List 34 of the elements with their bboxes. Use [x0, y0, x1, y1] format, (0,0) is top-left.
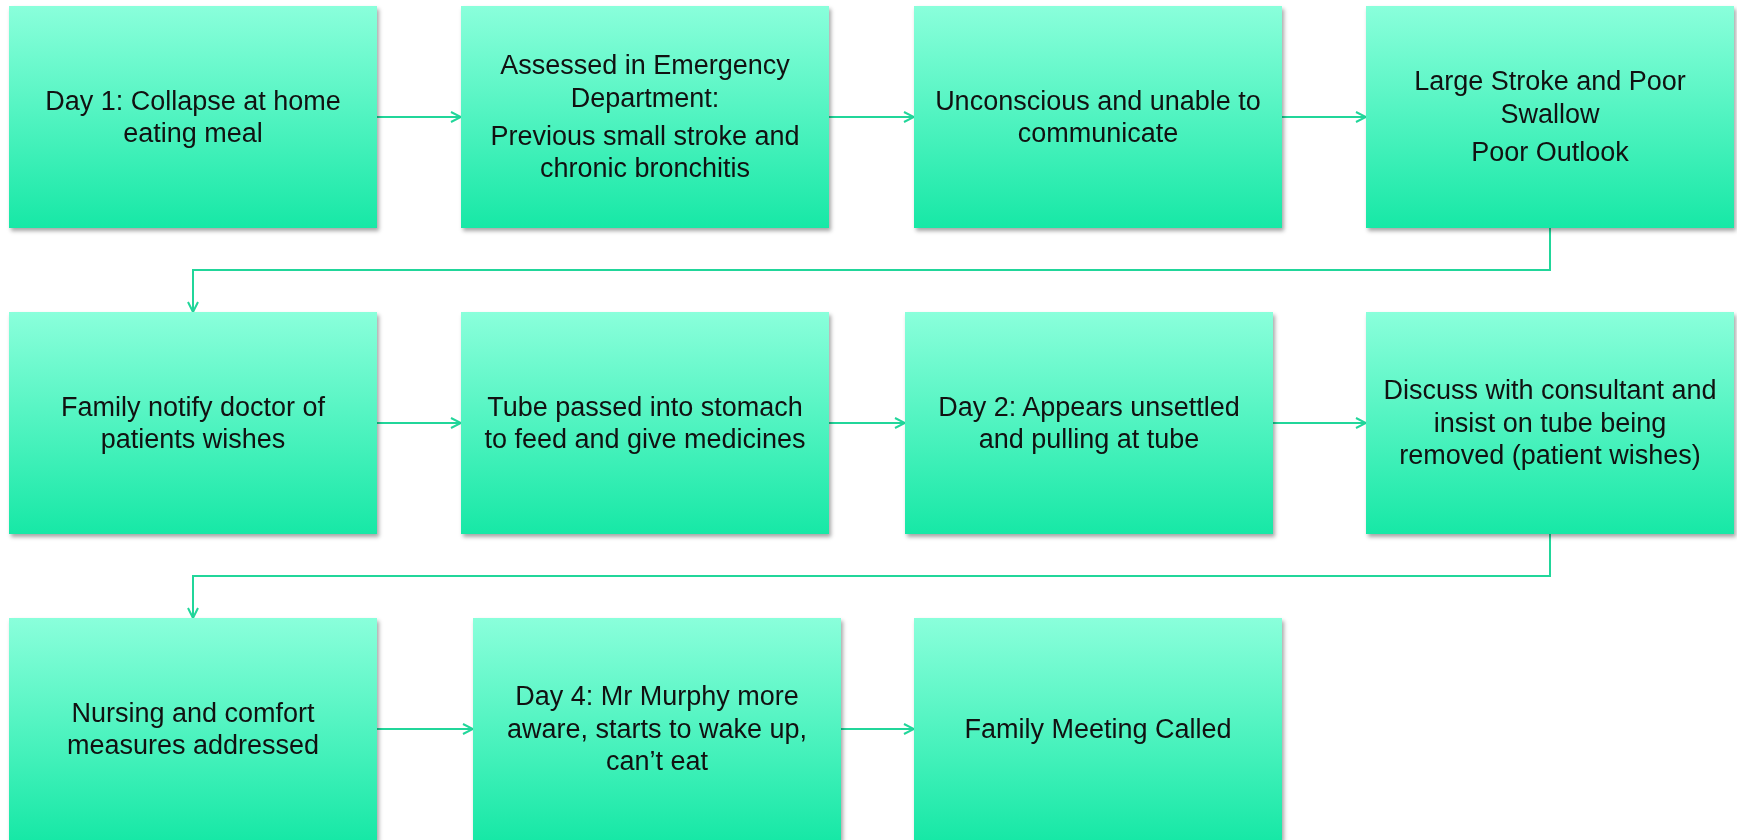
process-box: [461, 6, 829, 228]
arrow: [1272, 417, 1367, 429]
process-box: [905, 312, 1273, 534]
process-box: [914, 618, 1282, 840]
process-box: [1366, 6, 1734, 228]
box-text: Unconscious and unable to communicate: [934, 84, 1262, 150]
arrow: [376, 111, 462, 123]
arrow: [828, 417, 906, 429]
process-box: [9, 312, 377, 534]
process-box: [473, 618, 841, 840]
arrow: [376, 723, 474, 735]
box-text: Assessed in Emergency Department:: [499, 49, 791, 114]
arrow: [828, 111, 915, 123]
box-text: Day 2: Appears unsettled and pulling at tube: [937, 390, 1241, 456]
process-box: [9, 6, 377, 228]
box-text: Day 1: Collapse at home eating meal: [44, 84, 342, 150]
box-text: Nursing and comfort measures addressed: [65, 696, 321, 762]
box-text: Day 4: Mr Murphy more aware, starts to wake up, can’t eat: [505, 680, 809, 778]
box-text: Discuss with consultant and insist on tube being removed (patient wishes): [1382, 374, 1718, 472]
arrow: [840, 723, 915, 735]
process-box: [914, 6, 1282, 228]
box-text: Poor Outlook: [1471, 136, 1629, 169]
box-text: Large Stroke and Poor Swallow: [1413, 65, 1687, 131]
process-box: [461, 312, 829, 534]
process-box: [1366, 312, 1734, 534]
process-box: [9, 618, 377, 840]
arrow: [1281, 111, 1367, 123]
arrow: [187, 533, 1551, 619]
arrow: [187, 227, 1551, 313]
box-text: Previous small stroke and chronic bronchitis: [489, 120, 801, 185]
box-text: Family Meeting Called: [964, 712, 1232, 746]
box-text: Tube passed into stomach to feed and give medicines: [483, 390, 807, 456]
arrow: [376, 417, 462, 429]
box-text: Family notify doctor of patients wishes: [59, 390, 327, 456]
